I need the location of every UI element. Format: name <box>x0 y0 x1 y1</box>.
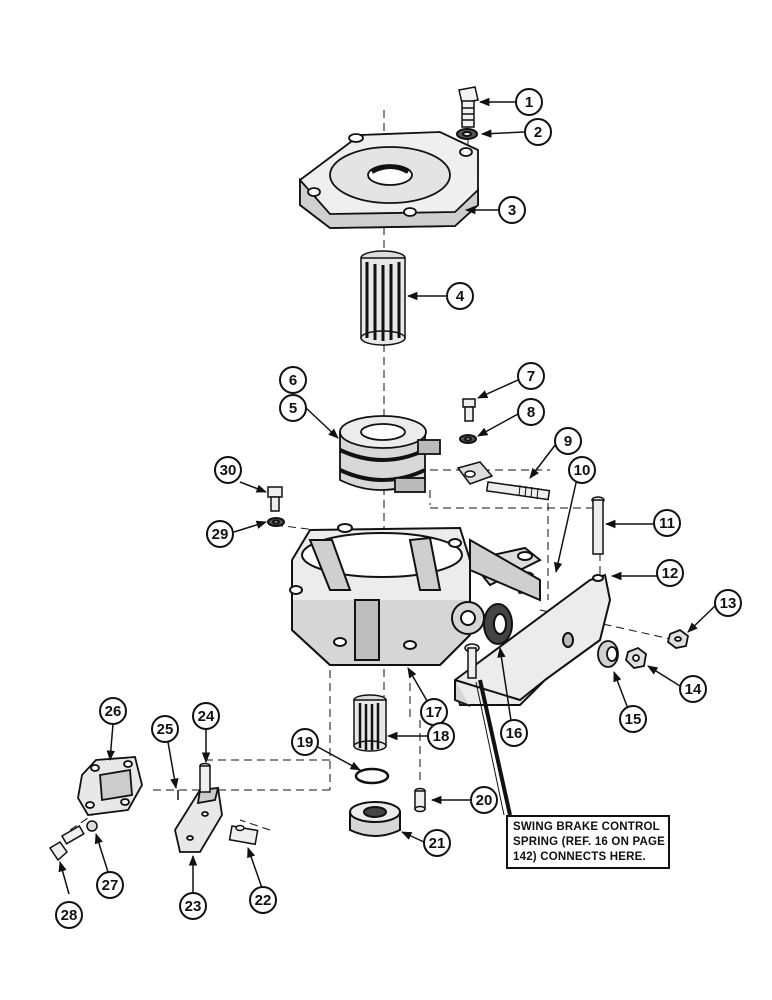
spline-gear-part <box>353 694 387 752</box>
svg-text:1: 1 <box>525 94 533 111</box>
callout-28: 28 <box>55 901 83 929</box>
callout-21: 21 <box>423 829 451 857</box>
callout-14: 14 <box>679 675 707 703</box>
washer-8-part <box>459 434 477 444</box>
seal-part <box>483 603 513 645</box>
dowel-part <box>414 787 426 813</box>
svg-text:18: 18 <box>433 728 450 745</box>
callout-12: 12 <box>656 559 684 587</box>
svg-text:16: 16 <box>506 725 523 742</box>
svg-text:25: 25 <box>157 721 174 738</box>
bearing-part <box>349 801 401 837</box>
callout-4: 4 <box>446 282 474 310</box>
callout-27: 27 <box>96 871 124 899</box>
callout-3: 3 <box>498 196 526 224</box>
svg-text:23: 23 <box>185 898 202 915</box>
svg-text:21: 21 <box>429 835 446 852</box>
note-leader-arrow <box>475 679 512 816</box>
svg-text:26: 26 <box>105 703 122 720</box>
svg-text:6: 6 <box>289 372 297 389</box>
svg-text:9: 9 <box>564 433 572 450</box>
bracket-part <box>77 756 143 816</box>
svg-text:4: 4 <box>456 288 465 305</box>
svg-text:29: 29 <box>212 526 229 543</box>
snap-ring-part <box>354 767 390 785</box>
callout-2: 2 <box>524 118 552 146</box>
bolt-28-part <box>48 824 85 862</box>
svg-text:5: 5 <box>289 400 297 417</box>
callout-leaders <box>58 97 716 895</box>
callout-24: 24 <box>192 702 220 730</box>
callout-17: 17 <box>420 698 448 726</box>
spring-connection-note: SWING BRAKE CONTROL SPRING (REF. 16 ON P… <box>506 815 670 869</box>
callout-8: 8 <box>517 398 545 426</box>
callout-15: 15 <box>619 705 647 733</box>
callout-18: 18 <box>427 722 455 750</box>
washer-29-part <box>267 517 285 527</box>
callout-22: 22 <box>249 886 277 914</box>
callout-1: 1 <box>515 88 543 116</box>
svg-text:24: 24 <box>198 708 215 725</box>
svg-text:28: 28 <box>61 907 78 924</box>
lock-washer-part <box>456 128 478 140</box>
svg-text:27: 27 <box>102 877 119 894</box>
nut-14-part <box>625 646 647 669</box>
splined-shaft-part <box>360 250 406 346</box>
swing-housing-part <box>289 523 542 666</box>
pin-part <box>462 398 476 422</box>
pin-24-part <box>199 762 211 793</box>
callout-26: 26 <box>99 697 127 725</box>
roller-part <box>597 640 619 668</box>
long-pin-part <box>591 496 605 555</box>
callout-5: 5 <box>279 394 307 422</box>
screw-30-part <box>267 486 283 512</box>
callout-29: 29 <box>206 520 234 548</box>
svg-text:7: 7 <box>527 368 535 385</box>
nut-13-part <box>666 628 689 649</box>
note-line-1: SWING BRAKE CONTROL <box>513 821 660 833</box>
svg-text:22: 22 <box>255 892 272 909</box>
clevis-rod-part <box>456 461 551 501</box>
note-line-2: SPRING (REF. 16 ON PAGE <box>513 836 665 848</box>
callouts: 1 2 3 4 5 6 7 8 9 10 11 12 13 14 15 16 1… <box>55 88 742 929</box>
svg-text:12: 12 <box>662 565 679 582</box>
svg-text:10: 10 <box>574 462 591 479</box>
callout-16: 16 <box>500 719 528 747</box>
washer-27-part <box>86 820 98 832</box>
callout-30: 30 <box>214 456 242 484</box>
callout-13: 13 <box>714 589 742 617</box>
note-line-3: 142) CONNECTS HERE. <box>513 851 646 863</box>
lever-block-part <box>174 786 223 853</box>
callout-19: 19 <box>291 728 319 756</box>
svg-text:17: 17 <box>426 704 443 721</box>
svg-text:2: 2 <box>534 124 542 141</box>
callout-11: 11 <box>653 509 681 537</box>
small-pin-part <box>228 824 259 846</box>
svg-text:20: 20 <box>476 792 493 809</box>
spring-pin-part <box>464 643 480 679</box>
bolt-part <box>458 86 479 128</box>
svg-text:19: 19 <box>297 734 314 751</box>
svg-text:3: 3 <box>508 202 516 219</box>
brake-arm-part <box>453 573 612 707</box>
svg-text:14: 14 <box>685 681 702 698</box>
callout-25: 25 <box>151 715 179 743</box>
callout-6: 6 <box>279 366 307 394</box>
cover-plate-part <box>299 131 479 229</box>
callout-23: 23 <box>179 892 207 920</box>
svg-text:30: 30 <box>220 462 237 479</box>
svg-text:15: 15 <box>625 711 642 728</box>
callout-20: 20 <box>470 786 498 814</box>
svg-text:13: 13 <box>720 595 737 612</box>
callout-10: 10 <box>568 456 596 484</box>
brake-assembly-part <box>339 415 441 493</box>
svg-text:11: 11 <box>659 515 675 532</box>
callout-7: 7 <box>517 362 545 390</box>
callout-9: 9 <box>554 427 582 455</box>
svg-text:8: 8 <box>527 404 535 421</box>
